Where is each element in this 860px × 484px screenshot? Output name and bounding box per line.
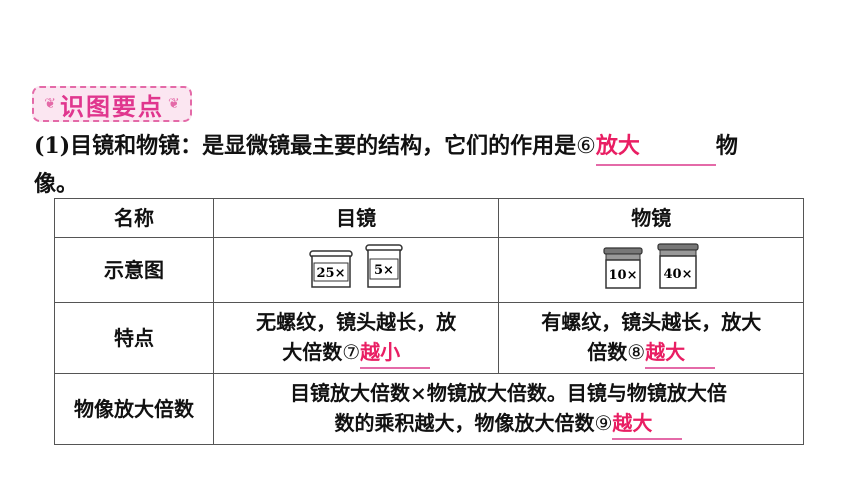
header-cell: 物镜	[498, 198, 804, 238]
header-cell: 目镜	[212, 198, 500, 238]
ornament-icon: ❦	[44, 96, 56, 112]
objective-feature-text2: 倍数	[587, 340, 628, 364]
blank-marker: ⑧	[627, 340, 646, 364]
objective-features-cell: 有螺纹，镜头越长，放大 倍数⑧越大	[498, 302, 804, 374]
intro-paragraph: (1)目镜和物镜：是显微镜最主要的结构，它们的作用是⑥放大物 像。	[34, 128, 834, 202]
objective-40x-icon: 40×	[657, 243, 699, 289]
magnification-text2: 数的乘积越大，物像放大倍数	[334, 411, 595, 435]
row-label: 示意图	[54, 237, 214, 303]
table-header-row: 名称 目镜 物镜	[54, 198, 804, 238]
eyepiece-feature-text2: 大倍数	[282, 340, 343, 364]
section-heading-badge: ❦ 识图要点 ❦	[32, 86, 192, 122]
section-heading: 识图要点	[60, 92, 164, 121]
header-cell: 名称	[54, 198, 214, 238]
row-label: 物像放大倍数	[54, 373, 214, 445]
intro-text: (1)目镜和物镜：是显微镜最主要的结构，它们的作用是	[34, 133, 577, 159]
eyepiece-25x-icon: 25×	[309, 250, 353, 288]
eyepiece-feature-text: 无螺纹，镜头越长，放	[256, 310, 457, 334]
row-label: 特点	[54, 302, 214, 374]
answer-blank: 放大	[595, 128, 716, 166]
objective-diagram-cell: 10× 40×	[498, 237, 804, 303]
lens-comparison-table: 名称 目镜 物镜 示意图 25× 5×	[54, 198, 805, 445]
svg-text:5×: 5×	[374, 263, 394, 278]
answer-blank: 越大	[612, 408, 683, 440]
objective-feature-text: 有螺纹，镜头越长，放大	[541, 310, 762, 334]
intro-suffix: 物	[715, 133, 738, 159]
eyepiece-diagram-cell: 25× 5×	[212, 237, 500, 303]
svg-text:40×: 40×	[664, 267, 693, 282]
table-row: 特点 无螺纹，镜头越长，放 大倍数⑦越小 有螺纹，镜头越长，放大 倍数⑧越大	[54, 302, 804, 374]
blank-marker: ⑦	[342, 340, 361, 364]
blank-marker: ⑨	[594, 411, 613, 435]
answer-blank: 越小	[360, 337, 431, 369]
ornament-icon: ❦	[168, 96, 180, 112]
svg-text:10×: 10×	[609, 268, 638, 283]
table-row: 物像放大倍数 目镜放大倍数×物镜放大倍数。目镜与物镜放大倍 数的乘积越大，物像放…	[54, 373, 805, 445]
eyepiece-5x-icon: 5×	[365, 244, 403, 288]
magnification-text: 目镜放大倍数×物镜放大倍数。目镜与物镜放大倍	[290, 381, 727, 405]
blank-marker: ⑥	[576, 134, 596, 159]
answer-blank: 越大	[645, 337, 716, 369]
intro-line2: 像。	[34, 171, 79, 197]
objective-10x-icon: 10×	[603, 247, 643, 289]
magnification-cell: 目镜放大倍数×物镜放大倍数。目镜与物镜放大倍 数的乘积越大，物像放大倍数⑨越大	[212, 373, 805, 445]
table-row: 示意图 25× 5×	[54, 237, 804, 303]
svg-text:25×: 25×	[317, 266, 346, 281]
eyepiece-features-cell: 无螺纹，镜头越长，放 大倍数⑦越小	[212, 302, 500, 374]
